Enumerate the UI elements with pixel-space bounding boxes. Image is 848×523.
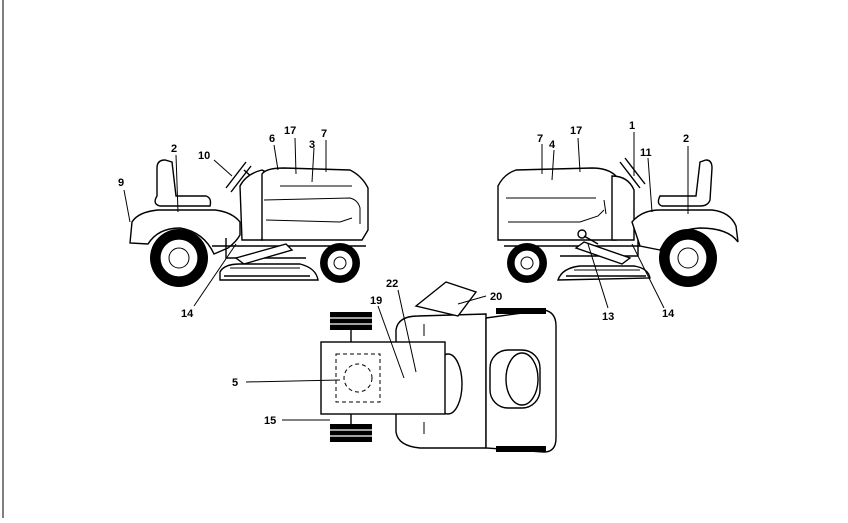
top-front-tire-lower — [496, 446, 546, 452]
callout-label: 5 — [232, 377, 238, 389]
callout-label: 17 — [570, 125, 582, 137]
left-hood — [261, 167, 369, 241]
top-fender-body — [320, 341, 446, 415]
callout-label: 7 — [537, 133, 543, 145]
top-seat-circle-dashed — [343, 363, 373, 393]
left-rear-fender — [129, 209, 241, 255]
right-hood — [497, 167, 617, 241]
callout-label: 22 — [386, 278, 398, 290]
callout-label: 17 — [284, 125, 296, 137]
callout-label: 20 — [490, 291, 502, 303]
top-rear-tire-lower — [330, 424, 372, 442]
callout-label: 1 — [629, 120, 635, 132]
top-leader-lines — [245, 289, 487, 421]
callout-label: 14 — [181, 308, 194, 320]
callout-label: 10 — [198, 150, 210, 162]
callout-label: 19 — [370, 295, 382, 307]
callout-label: 15 — [264, 415, 276, 427]
right-mower-deck — [557, 265, 651, 281]
callout-label: 11 — [640, 147, 652, 159]
top-raised-decal — [414, 281, 478, 317]
right-steering-wheel — [619, 161, 641, 189]
right-seat — [657, 159, 713, 207]
left-mower-deck — [219, 263, 319, 281]
callout-label: 3 — [309, 139, 315, 151]
left-side-view — [129, 159, 369, 287]
callout-label: 2 — [683, 133, 689, 145]
left-foot-pedal — [234, 243, 294, 265]
left-seat — [154, 159, 212, 207]
left-steering-wheel — [225, 161, 247, 189]
callout-label: 13 — [602, 311, 614, 323]
callout-label: 9 — [118, 177, 124, 189]
callout-label: 14 — [662, 308, 675, 320]
callout-label: 2 — [171, 143, 177, 155]
top-view — [320, 281, 557, 453]
callout-labels: 9 2 10 6 17 3 7 14 7 4 17 1 11 2 13 14 2… — [118, 120, 689, 427]
callout-label: 4 — [549, 139, 556, 151]
callout-label: 7 — [321, 128, 327, 140]
callout-label: 6 — [269, 133, 275, 145]
right-leader-lines — [541, 132, 689, 309]
left-leader-lines — [123, 137, 327, 307]
right-dash — [611, 175, 635, 241]
right-side-view — [497, 157, 739, 287]
top-rear-tire-upper — [330, 312, 372, 330]
top-seat-plate-dashed — [335, 353, 381, 403]
top-front-tire-upper — [496, 308, 546, 314]
